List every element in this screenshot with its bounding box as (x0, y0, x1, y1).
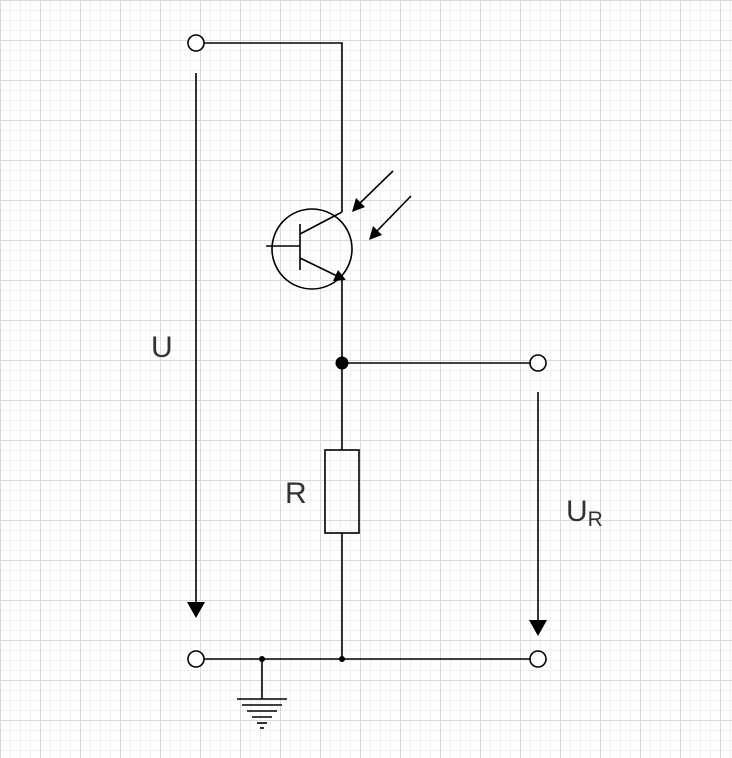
light-arrow-2 (375, 195, 412, 233)
transistor-body (271, 208, 353, 290)
label-ur-sub: R (588, 508, 603, 531)
voltage-arrowhead-u (187, 602, 205, 618)
terminal-top-left (187, 34, 205, 52)
terminal-bottom-right (529, 650, 547, 668)
phototransistor (266, 208, 353, 290)
collector-lead (299, 211, 343, 235)
top-wire (204, 42, 343, 212)
voltage-arrowhead-ur (529, 620, 547, 636)
label-r: R (285, 477, 307, 510)
light-arrowhead-1 (352, 198, 365, 212)
label-ur-main: U (566, 495, 588, 528)
label-u: U (151, 331, 173, 364)
emitter-lead (299, 257, 338, 277)
light-arrow-1 (357, 170, 394, 206)
terminal-output-right (529, 354, 547, 372)
emitter-arrow (333, 270, 346, 281)
ground-symbol (237, 659, 287, 729)
light-arrowhead-2 (369, 226, 382, 240)
light-arrows (352, 170, 412, 240)
junction-dot-right (339, 656, 345, 662)
label-ur: UR (566, 495, 603, 531)
terminal-bottom-left (187, 650, 205, 668)
resistor (324, 449, 360, 534)
